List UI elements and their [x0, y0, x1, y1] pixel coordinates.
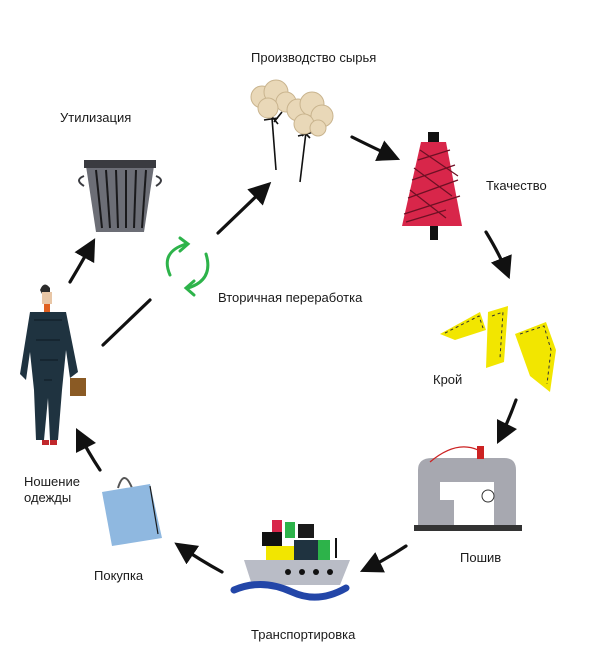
- shopping-bag-icon: [102, 477, 162, 546]
- arrow-wearing-to-recycling: [101, 298, 152, 347]
- pattern-pieces-icon: [440, 306, 556, 392]
- arrow-cutting-to-sewing: [496, 398, 518, 445]
- arrow-transport-to-purchase: [174, 542, 224, 574]
- label-raw-materials: Производство сырья: [251, 50, 377, 65]
- arrow-sewing-to-transport: [359, 544, 408, 573]
- label-sewing: Пошив: [460, 550, 502, 565]
- person-icon: [20, 284, 86, 445]
- yarn-spool-icon: [402, 132, 462, 240]
- trash-bin-icon: [78, 160, 162, 232]
- label-transport: Транспортировка: [251, 627, 356, 642]
- label-disposal: Утилизация: [60, 110, 132, 125]
- arrow-weaving-to-cutting: [484, 230, 512, 280]
- label-cutting: Крой: [433, 372, 463, 387]
- label-weaving: Ткачество: [486, 178, 547, 193]
- arrow-wearing-to-disposal: [68, 238, 96, 284]
- recycle-icon: [165, 236, 210, 297]
- sewing-machine-icon: [414, 446, 522, 531]
- arrow-purchase-to-wearing: [75, 427, 102, 472]
- cycle-arrows: [68, 135, 518, 574]
- label-recycling: Вторичная переработка: [218, 290, 363, 305]
- arrow-recycling-to-raw: [216, 181, 272, 235]
- arrow-raw-to-weaving: [350, 135, 401, 161]
- label-purchase: Покупка: [94, 568, 144, 583]
- cotton-icon: [250, 79, 334, 183]
- cargo-ship-icon: [230, 520, 350, 601]
- label-wearing: Ношение одежды: [24, 474, 80, 505]
